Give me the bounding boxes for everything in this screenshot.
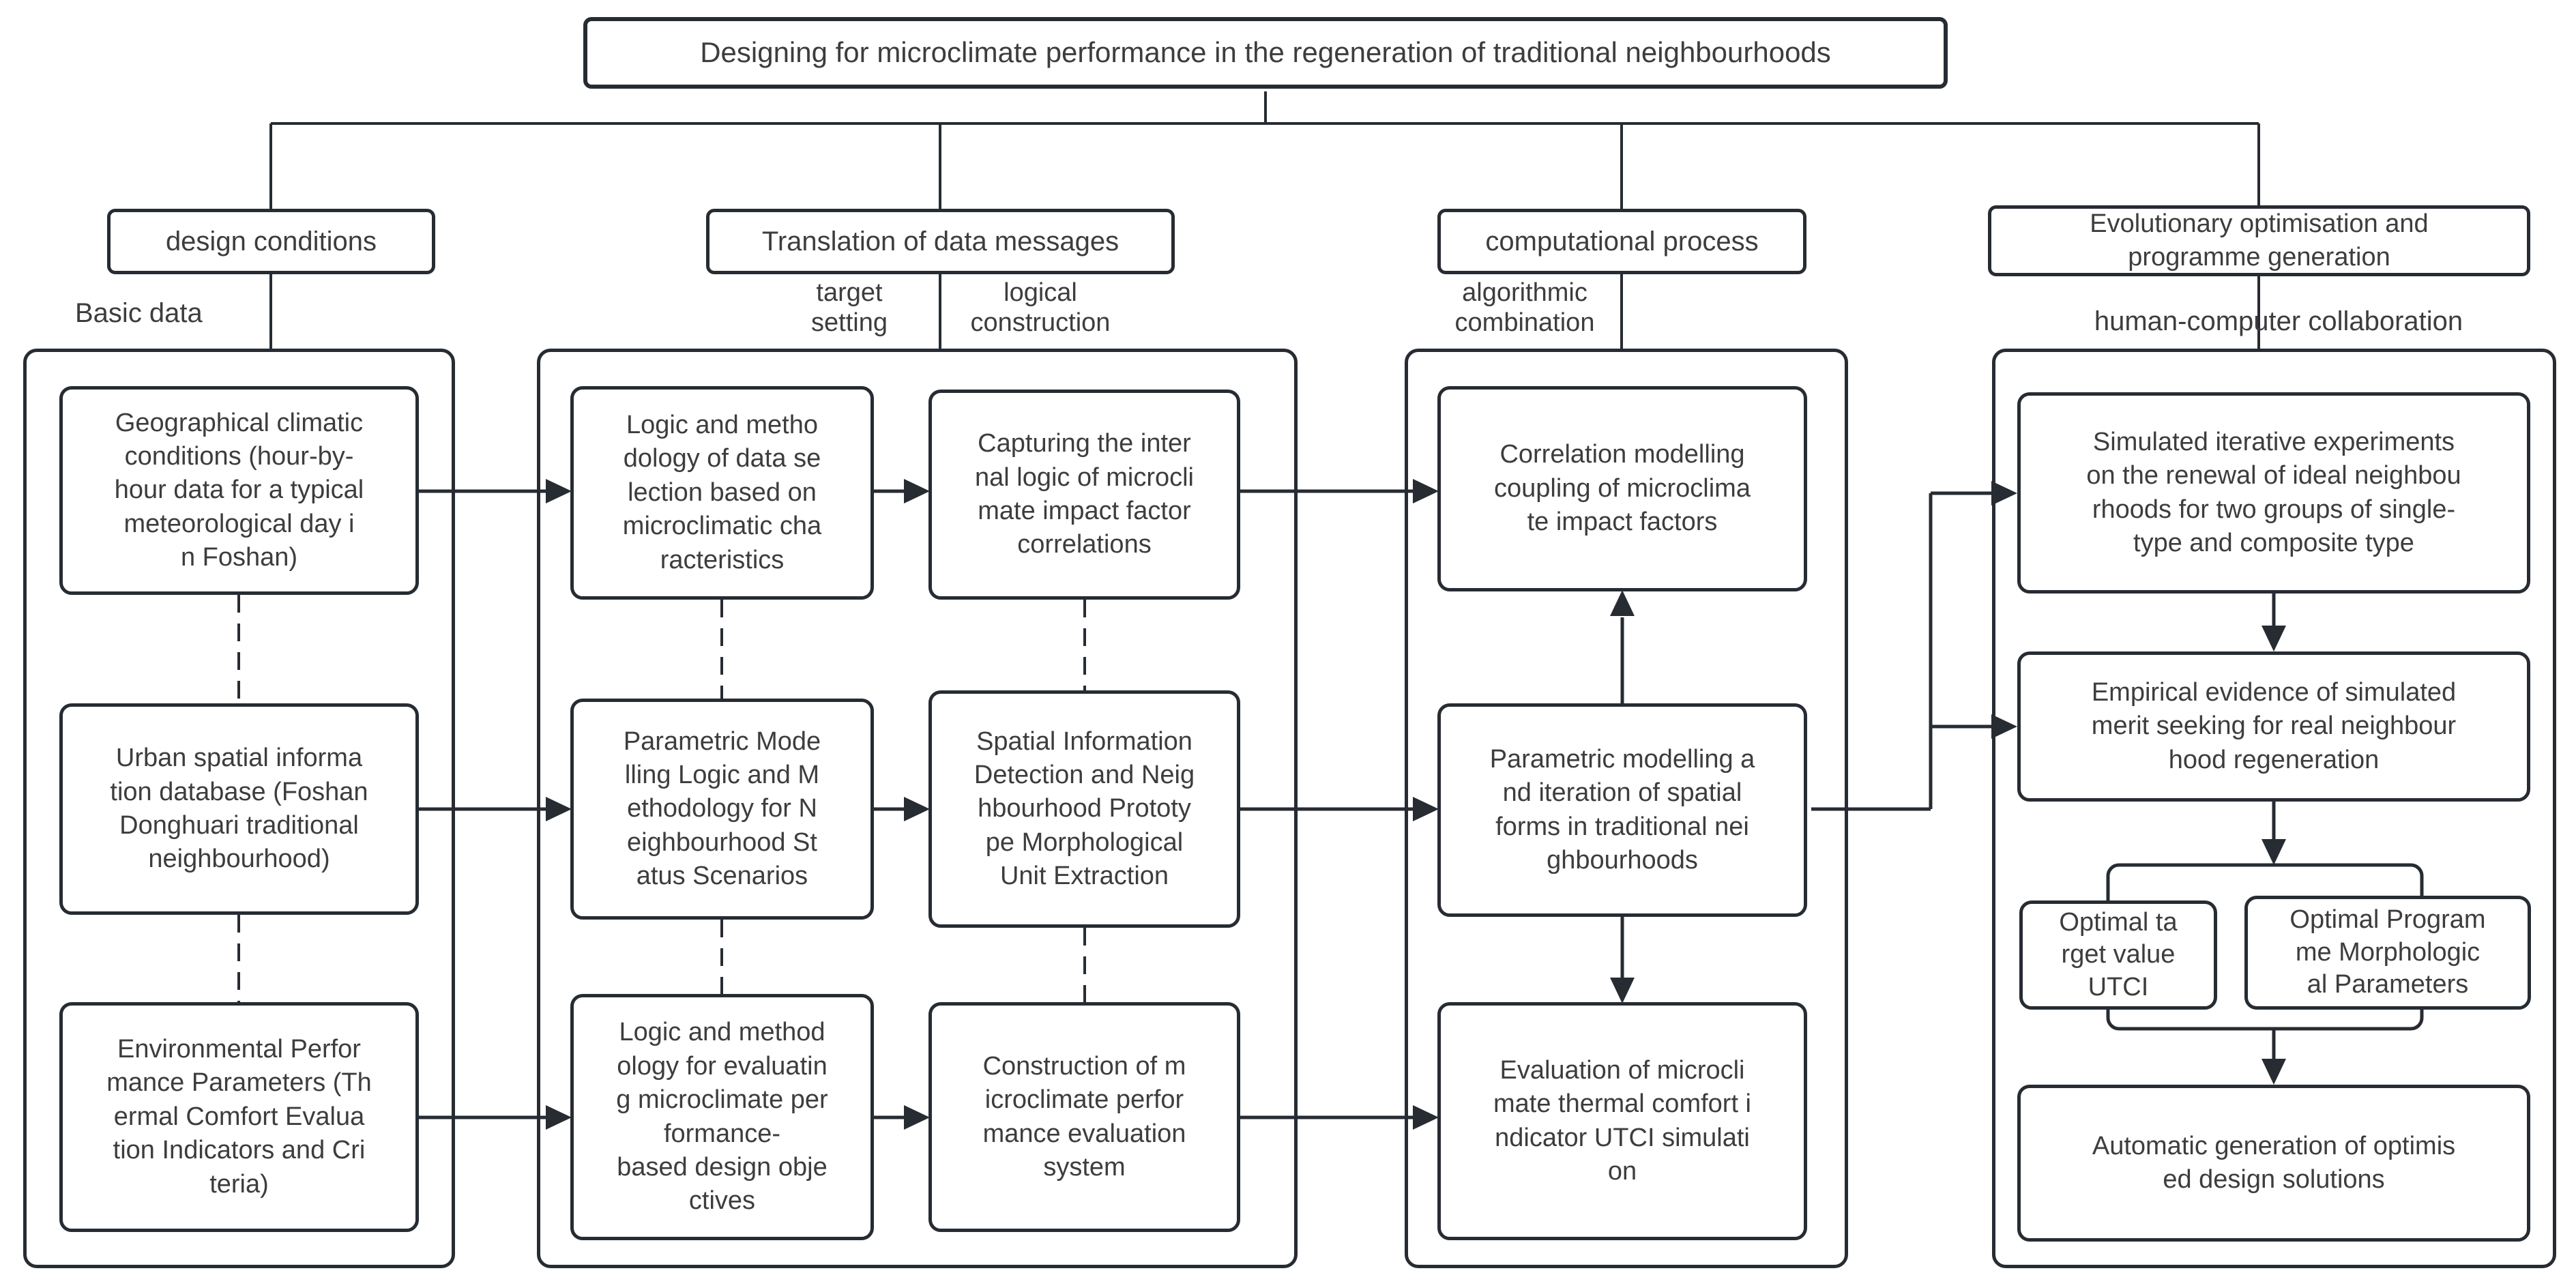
- container-evolutionary: [1992, 349, 2556, 1268]
- sublabel-basic-data: Basic data: [75, 298, 203, 328]
- top-tree-lines: [269, 91, 2260, 349]
- box-environmental-performance-parameters: Environmental Perfor mance Parameters (T…: [59, 1002, 419, 1232]
- box-evaluating-performance-logic: Logic and method ology for evaluatin g m…: [570, 994, 874, 1240]
- sublabel-logical-construction: logical construction: [970, 278, 1111, 337]
- dashed-links: [237, 595, 1086, 1002]
- box-parametric-modelling-iteration: Parametric modelling a nd iteration of s…: [1437, 703, 1807, 917]
- box-data-selection-logic: Logic and metho dology of data se lectio…: [570, 386, 874, 600]
- box-spatial-information-detection: Spatial Information Detection and Neig h…: [928, 690, 1240, 928]
- box-evaluation-system-construction: Construction of m icroclimate perfor man…: [928, 1002, 1240, 1232]
- box-parametric-modelling-logic: Parametric Mode lling Logic and M ethodo…: [570, 699, 874, 920]
- container-computational: [1405, 349, 1848, 1268]
- header-translation-data-messages: Translation of data messages: [706, 209, 1175, 274]
- sublabel-human-computer-collaboration: human-computer collaboration: [2094, 306, 2463, 336]
- box-optimal-target-value-utci: Optimal ta rget value UTCI: [2019, 900, 2217, 1010]
- box-optimal-programme-parameters: Optimal Program me Morphologic al Parame…: [2244, 896, 2531, 1010]
- diagram-title: Designing for microclimate performance i…: [583, 17, 1948, 89]
- sublabel-target-setting: target setting: [811, 278, 888, 337]
- header-computational-process: computational process: [1437, 209, 1806, 274]
- container-translation: [537, 349, 1298, 1268]
- header-evolutionary-optimisation: Evolutionary optimisation and programme …: [1988, 205, 2530, 276]
- box-utci-simulation-evaluation: Evaluation of microcli mate thermal comf…: [1437, 1002, 1807, 1240]
- sublabel-algorithmic-combination: algorithmic combination: [1454, 278, 1595, 337]
- box-urban-spatial-database: Urban spatial informa tion database (Fos…: [59, 703, 419, 915]
- box-automatic-generation-solutions: Automatic generation of optimis ed desig…: [2017, 1085, 2530, 1242]
- arrowhead-icons: [546, 479, 2286, 1130]
- box-geographical-climatic-conditions: Geographical climatic conditions (hour-b…: [59, 386, 419, 595]
- flow-line-shafts: [419, 489, 2276, 1119]
- box-correlation-modelling: Correlation modelling coupling of microc…: [1437, 386, 1807, 591]
- box-empirical-evidence: Empirical evidence of simulated merit se…: [2017, 651, 2530, 802]
- container-basic-data: [23, 349, 455, 1268]
- header-design-conditions: design conditions: [107, 209, 435, 274]
- box-simulated-iterative-experiments: Simulated iterative experiments on the r…: [2017, 392, 2530, 593]
- box-capturing-internal-logic: Capturing the inter nal logic of microcl…: [928, 390, 1240, 600]
